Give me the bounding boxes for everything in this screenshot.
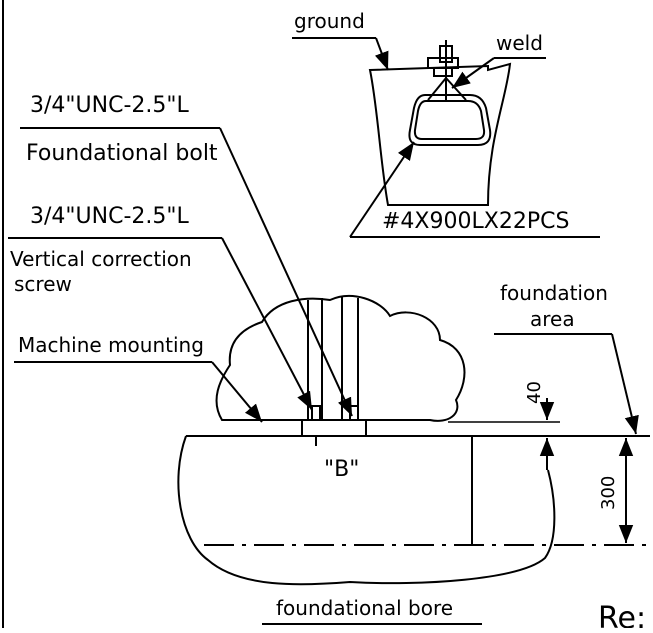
dimension-40: 40	[448, 381, 560, 470]
rebar-loop-outer	[408, 94, 492, 146]
bolt-name-label: Foundational bolt	[26, 141, 218, 166]
machine-body	[215, 295, 466, 446]
foundation-area-callout: foundation area	[494, 281, 639, 435]
screw-name-label-2: screw	[14, 272, 72, 296]
foundation-area-label-2: area	[530, 307, 575, 331]
dimension-300: 300	[598, 438, 634, 543]
ground-block	[368, 62, 512, 206]
ground-label: ground	[294, 9, 365, 33]
screw-name-label-1: Vertical correction	[10, 247, 192, 271]
weld-label: weld	[496, 31, 543, 55]
bolt-spec-label: 3/4"UNC-2.5"L	[30, 93, 189, 118]
rebar-loop-inner	[413, 100, 486, 140]
corner-text: Re:	[598, 601, 646, 628]
machine-mounting-label: Machine mounting	[18, 333, 204, 357]
rebar-spec-label: #4X900LX22PCS	[382, 209, 569, 234]
anchor-detail: ground weld #4X900LX22PCS	[292, 9, 600, 238]
screw-callout: 3/4"UNC-2.5"L Vertical correction screw	[8, 204, 313, 411]
foundation: "B" foundational bore	[177, 435, 650, 625]
detail-b-label: "B"	[324, 457, 359, 482]
dim-300-value: 300	[598, 476, 619, 510]
bore-outline	[177, 435, 556, 586]
machine-mounting-callout: Machine mounting	[14, 333, 263, 423]
bolt-callout: 3/4"UNC-2.5"L Foundational bolt	[20, 93, 353, 417]
screw-spec-label: 3/4"UNC-2.5"L	[30, 204, 189, 229]
dim-40-value: 40	[524, 381, 545, 404]
foundation-area-label-1: foundation	[500, 281, 608, 305]
bore-label: foundational bore	[276, 596, 453, 620]
